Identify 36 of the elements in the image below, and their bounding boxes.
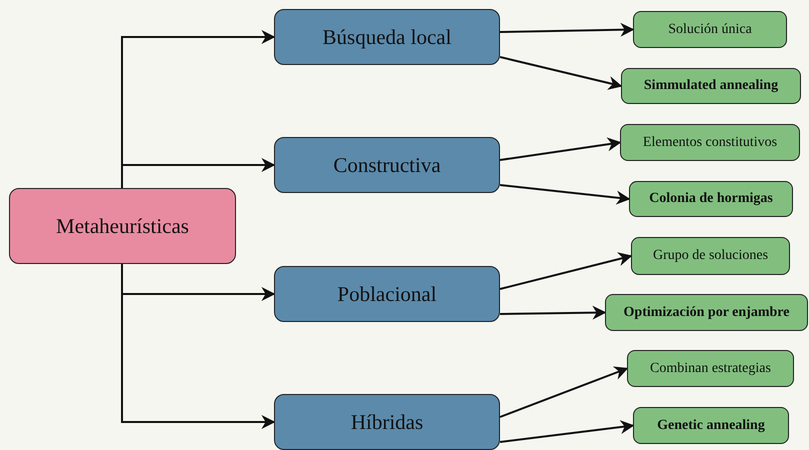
feature-box — [620, 124, 800, 161]
arrow — [121, 158, 276, 188]
node-label: Optimización por enjambre — [624, 304, 790, 320]
category-box — [274, 266, 500, 322]
example-box — [605, 294, 808, 331]
example-box — [629, 181, 793, 217]
arrow — [500, 184, 630, 205]
node-label: Constructiva — [333, 152, 441, 178]
example-box — [621, 68, 801, 104]
category-box — [274, 394, 500, 450]
example-box — [633, 407, 789, 444]
arrow — [500, 306, 606, 320]
root-box — [9, 188, 236, 264]
node-label: Solución única — [668, 22, 752, 38]
arrow — [121, 264, 276, 429]
node-label: Poblacional — [337, 282, 437, 306]
node-label: Elementos constitutivos — [642, 134, 778, 150]
node-label: Genetic annealing — [657, 418, 765, 434]
feature-box — [633, 11, 787, 48]
node-label: Búsqueda local — [322, 24, 452, 50]
node-label: Combinan estrategias — [650, 360, 771, 376]
feature-box — [627, 350, 794, 387]
node-label: Grupo de soluciones — [652, 248, 768, 264]
node-label: Híbridas — [350, 410, 424, 434]
arrow — [500, 22, 634, 37]
category-box — [274, 137, 500, 193]
arrow — [500, 56, 622, 90]
node-label: Colonia de hormigas — [649, 191, 773, 207]
category-box — [274, 9, 500, 65]
node-label: Metaheurísticas — [56, 214, 189, 238]
arrow — [500, 420, 634, 443]
arrow — [500, 366, 628, 418]
node-label: Simmulated annealing — [644, 78, 778, 94]
feature-box — [631, 237, 790, 275]
arrow — [500, 252, 632, 290]
arrow — [500, 137, 622, 161]
